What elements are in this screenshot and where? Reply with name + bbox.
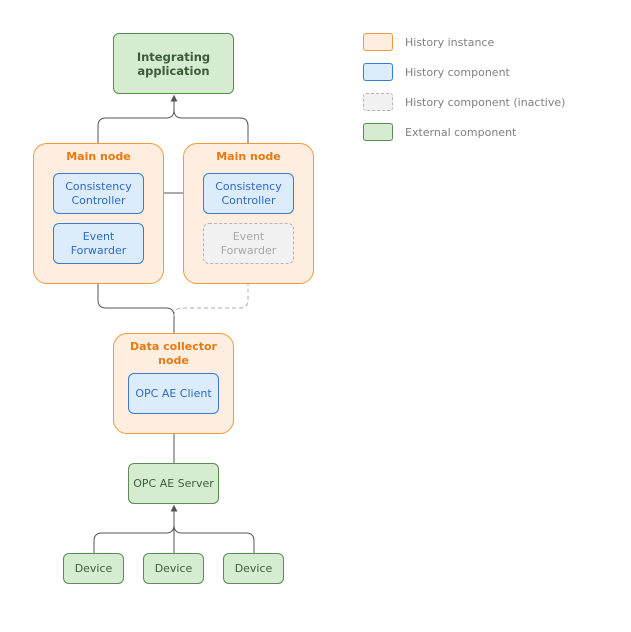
opc-ae-server: OPC AE Server bbox=[128, 463, 219, 504]
main-node-left-title: Main node bbox=[66, 150, 131, 163]
legend-label-history-component-inactive: History component (inactive) bbox=[405, 96, 566, 109]
integrating-application-box: Integrating application bbox=[113, 33, 234, 94]
event-forwarder-right-label: Event Forwarder bbox=[220, 229, 277, 257]
consistency-controller-right-label: Consistency Controller bbox=[215, 179, 282, 207]
consistency-controller-left: Consistency Controller bbox=[53, 173, 144, 214]
event-forwarder-left-label: Event Forwarder bbox=[70, 229, 127, 257]
device-3: Device bbox=[223, 553, 284, 584]
connector-collector-to-forwarder-right bbox=[173, 264, 252, 317]
device-3-label: Device bbox=[234, 561, 273, 575]
device-2-label: Device bbox=[154, 561, 193, 575]
legend-swatch-history-component bbox=[363, 63, 393, 81]
consistency-controller-right: Consistency Controller bbox=[203, 173, 294, 214]
event-forwarder-left: Event Forwarder bbox=[53, 223, 144, 264]
device-2: Device bbox=[143, 553, 204, 584]
consistency-controller-left-label: Consistency Controller bbox=[65, 179, 132, 207]
connector-main-right-to-app bbox=[173, 109, 249, 143]
legend-label-history-instance: History instance bbox=[405, 36, 495, 49]
connector-device-3 bbox=[173, 524, 255, 553]
event-forwarder-right-inactive: Event Forwarder bbox=[203, 223, 294, 264]
legend-swatch-history-component-inactive bbox=[363, 93, 393, 111]
device-1-label: Device bbox=[74, 561, 113, 575]
legend-swatch-history-instance bbox=[363, 33, 393, 51]
legend-label-external-component: External component bbox=[405, 126, 517, 139]
opc-ae-server-label: OPC AE Server bbox=[133, 476, 214, 490]
legend-label-history-component: History component bbox=[405, 66, 510, 79]
main-node-right-title: Main node bbox=[216, 150, 281, 163]
opc-ae-client-label: OPC AE Client bbox=[135, 386, 212, 400]
integrating-application-label: Integrating application bbox=[136, 49, 211, 78]
data-collector-node-title: Data collector node bbox=[130, 340, 217, 367]
opc-ae-client: OPC AE Client bbox=[128, 373, 219, 414]
connector-collector-to-forwarder-left bbox=[94, 264, 175, 333]
device-1: Device bbox=[63, 553, 124, 584]
legend-swatch-external-component bbox=[363, 123, 393, 141]
connector-device-1 bbox=[93, 504, 178, 553]
connector-main-left-to-app bbox=[97, 94, 178, 143]
